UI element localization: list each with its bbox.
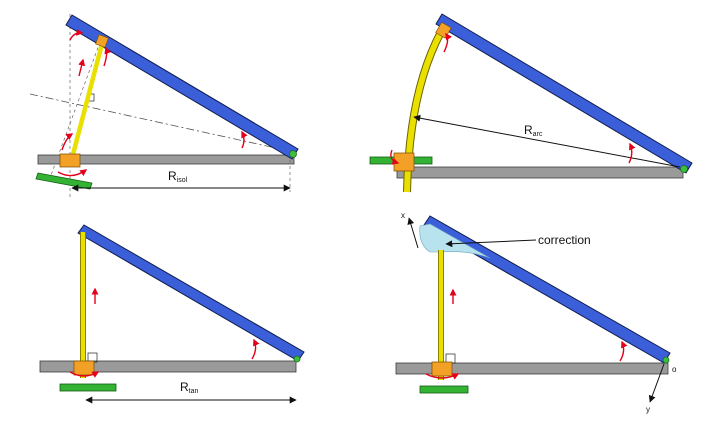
rotation-arrow-icon [69,28,84,41]
panel-correction: correction x y o [395,211,677,414]
label-r-tan: Rtan [180,380,199,395]
rotation-arrow-icon [443,32,453,53]
label-axis-x: x [401,211,405,220]
rotation-arrow-icon [241,130,248,149]
pivot-block [73,360,95,376]
ground-base [37,154,295,165]
foot-plate [59,383,117,392]
pivot-icon [662,356,670,364]
ground-base [395,362,669,375]
pivot-icon [289,150,297,158]
rotation-arrow-icon [425,373,460,380]
label-origin: o [672,365,677,374]
y-axis-arrow [648,363,665,403]
perpendicular-line [29,93,295,153]
rotation-arrow-icon [69,371,100,378]
rotation-arrow-icon [78,58,86,77]
pivot-icon [680,165,688,173]
foot-plate [419,385,469,394]
panel-isol: Risol [29,14,299,198]
rotation-arrow-icon [103,46,112,67]
pivot-block [431,361,453,377]
tilted-beam [423,215,671,364]
rotation-arrow-icon [619,340,628,362]
foot-plate [35,172,93,190]
tilted-beam [65,14,299,160]
rotation-arrow-icon [57,169,88,177]
rotation-arrow-icon [628,142,636,164]
x-axis-arrow [407,217,419,249]
radius-arrow [413,114,681,168]
panel-arc: Rarc [369,13,693,193]
panel-tan: Rtan [39,224,305,404]
tilted-beam [435,13,693,174]
correction-pointer [445,239,537,248]
pivot-block [59,153,81,168]
rotation-arrow-icon [251,338,260,360]
rod [68,39,106,163]
pivot-icon [293,355,301,363]
ground-base [39,360,297,373]
label-r-arc: Rarc [524,123,543,138]
ground-base [396,166,684,179]
tilted-beam [77,224,305,362]
right-angle-mark [445,353,456,364]
rotation-arrow-icon [390,149,400,165]
top-joint [95,34,109,48]
rotation-arrow-icon [61,133,74,151]
correction-region [419,223,491,259]
label-axis-y: y [646,405,650,414]
label-correction: correction [538,233,591,247]
label-r-isol: Risol [168,169,188,184]
